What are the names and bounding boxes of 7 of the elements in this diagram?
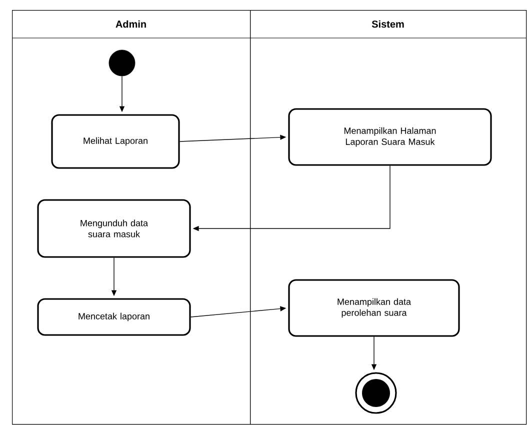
end-node bbox=[355, 372, 397, 414]
activity-box: Menampilkan data perolehan suara bbox=[288, 279, 460, 337]
activity-box: Melihat Laporan bbox=[51, 114, 180, 169]
activity-box: Mengunduh data suara masuk bbox=[37, 199, 191, 258]
activity-box: Menampilkan Halaman Laporan Suara Masuk bbox=[288, 108, 492, 166]
start-node bbox=[108, 50, 136, 76]
activity-box: Mencetak laporan bbox=[37, 298, 191, 336]
